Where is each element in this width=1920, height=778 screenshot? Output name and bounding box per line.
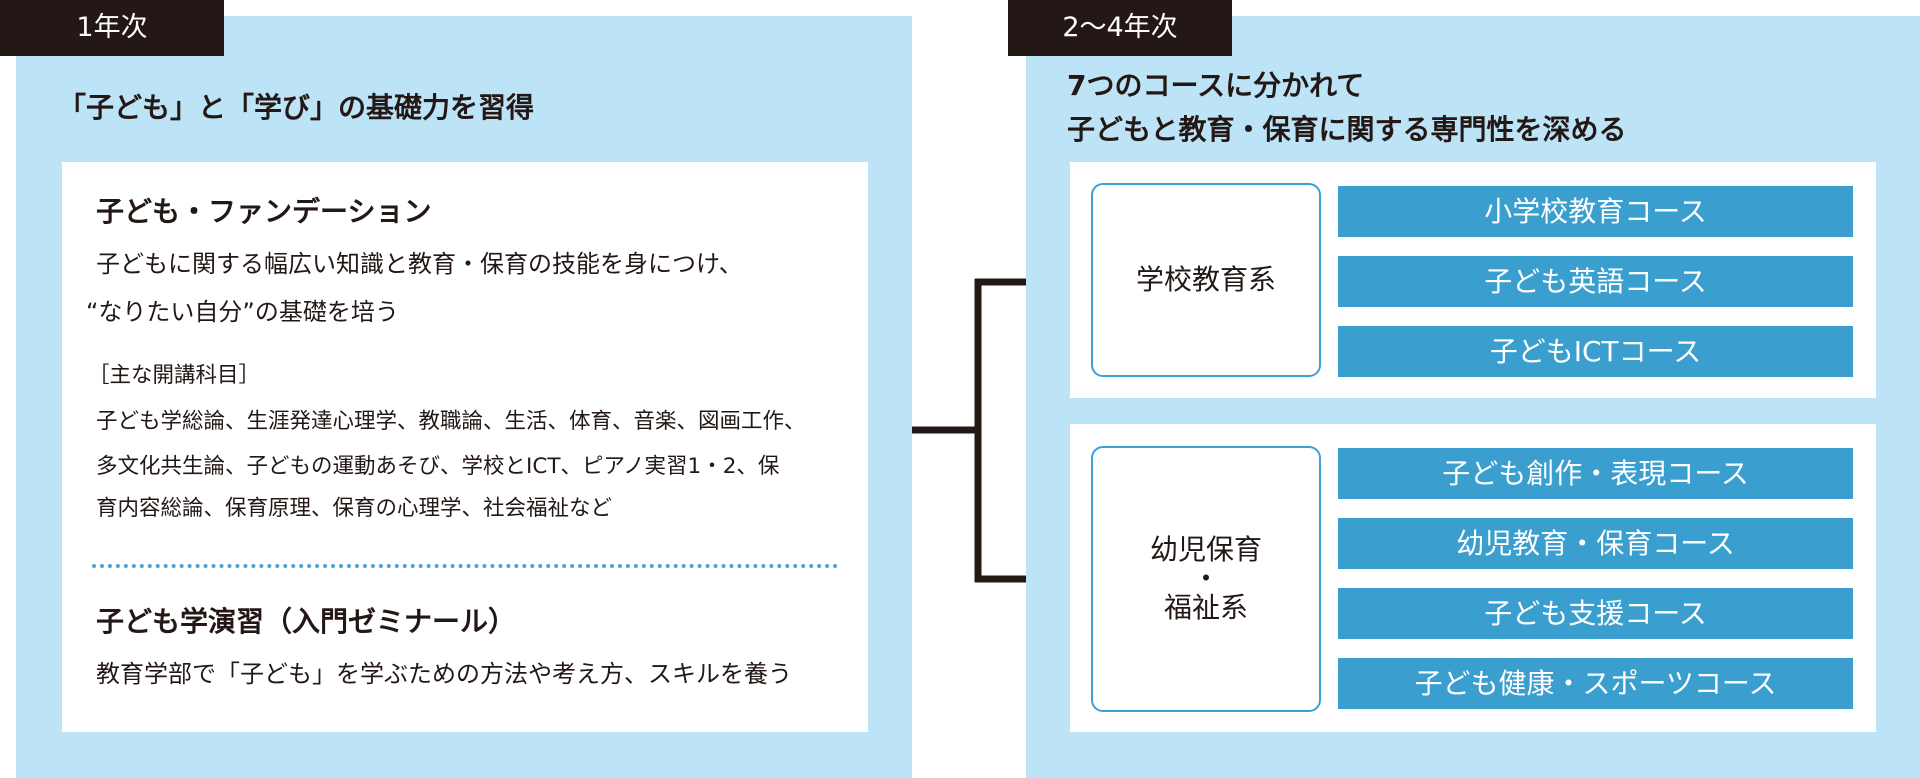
- course-elementary: 小学校教育コース: [1338, 186, 1853, 237]
- course-creative-expression: 子ども創作・表現コース: [1338, 448, 1853, 499]
- early-childhood-group: 幼児保育 ・ 福祉系: [1091, 446, 1321, 712]
- courses-line3: 育内容総論、保育原理、保育の心理学、社会福祉など: [96, 496, 613, 521]
- courses-label: ［主な開講科目］: [88, 363, 261, 388]
- early-childhood-group-label-line2: 福祉系: [1163, 591, 1248, 624]
- courses-line1: 子ども学総論、生涯発達心理学、教職論、生活、体育、音楽、図画工作、: [96, 409, 806, 434]
- course-child-support: 子ども支援コース: [1338, 588, 1853, 639]
- course-english: 子ども英語コース: [1338, 256, 1853, 307]
- year24-heading: 7つのコースに分かれて 子どもと教育・保育に関する専門性を深める: [1067, 64, 1626, 152]
- courses-line2: 多文化共生論、子どもの運動あそび、学校とICT、ピアノ実習1・2、保: [96, 454, 780, 479]
- seminar-title: 子ども学演習（入門ゼミナール）: [96, 605, 517, 638]
- course-ict: 子どもICTコース: [1338, 326, 1853, 377]
- course-early-education-care: 幼児教育・保育コース: [1338, 518, 1853, 569]
- year1-content-box: [62, 162, 868, 732]
- seminar-desc: 教育学部で「子ども」を学ぶための方法や考え方、スキルを養う: [96, 660, 792, 688]
- year24-heading-line2: 子どもと教育・保育に関する専門性を深める: [1067, 113, 1627, 146]
- school-education-group: 学校教育系: [1091, 183, 1321, 377]
- school-education-group-label: 学校教育系: [1135, 263, 1276, 296]
- early-childhood-group-label-dot: ・: [1191, 562, 1220, 595]
- foundation-title: 子ども・ファンデーション: [96, 195, 432, 228]
- course-health-sports: 子ども健康・スポーツコース: [1338, 658, 1853, 709]
- year1-tag: 1年次: [0, 0, 224, 56]
- dotted-divider: [92, 564, 838, 568]
- foundation-desc-line2: “なりたい自分”の基礎を培う: [86, 298, 399, 326]
- year24-tag: 2〜4年次: [1008, 0, 1232, 56]
- early-childhood-group-label-line1: 幼児保育: [1149, 533, 1262, 566]
- year24-heading-line1: 7つのコースに分かれて: [1067, 69, 1365, 102]
- year1-heading: 「子ども」と「学び」の基礎力を習得: [58, 91, 535, 124]
- foundation-desc-line1: 子どもに関する幅広い知識と教育・保育の技能を身につけ、: [96, 250, 743, 278]
